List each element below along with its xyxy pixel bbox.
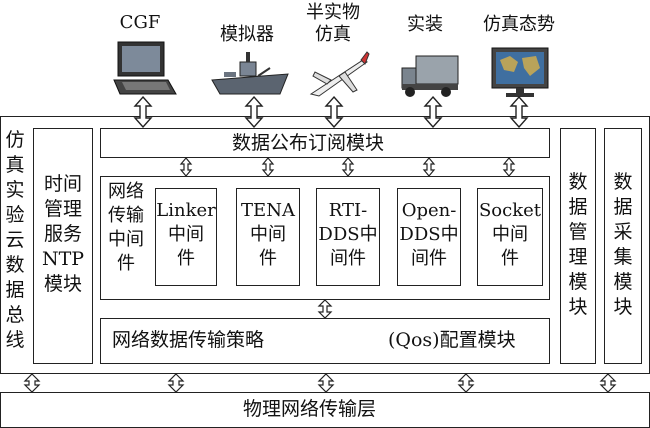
double-arrow-icon bbox=[422, 157, 436, 177]
device-label: 半实物 仿真 bbox=[306, 2, 360, 45]
middleware-name: 中间 bbox=[168, 224, 204, 245]
data-collection-label: 数据采集模块 bbox=[613, 171, 633, 318]
double-arrow-icon bbox=[341, 157, 355, 177]
middleware-rti-dds: RTI- DDS中 间件 bbox=[316, 188, 380, 286]
pubsub-module bbox=[100, 128, 550, 158]
middleware-name: 间件 bbox=[411, 248, 447, 269]
double-arrow-icon bbox=[324, 95, 344, 129]
double-arrow-icon bbox=[509, 95, 529, 129]
middleware-socket: Socket 中间 件 bbox=[477, 188, 543, 286]
double-arrow-icon bbox=[317, 373, 335, 393]
ship-icon bbox=[211, 52, 289, 95]
double-arrow-icon bbox=[167, 373, 185, 393]
middleware-name: 中间 bbox=[250, 224, 286, 245]
double-arrow-icon bbox=[502, 157, 516, 177]
qos-right-label: (Qos)配置模块 bbox=[388, 329, 516, 351]
device-label: 仿真态势 bbox=[483, 14, 555, 35]
middleware-name: 中间 bbox=[492, 224, 528, 245]
middleware-tena: TENA 中间 件 bbox=[236, 188, 300, 286]
device-label: CGF bbox=[119, 12, 161, 33]
physical-layer-label: 物理网络传输层 bbox=[243, 398, 377, 420]
double-arrow-icon bbox=[244, 95, 264, 129]
pubsub-label: 数据公布订阅模块 bbox=[232, 132, 385, 154]
middleware-name: DDS中 bbox=[399, 224, 459, 245]
bus-label: 仿真实验云数据总线 bbox=[5, 129, 25, 351]
middleware-name: 件 bbox=[501, 248, 519, 269]
double-arrow-icon bbox=[261, 157, 275, 177]
middleware-group-label: 网络传输中间件 bbox=[108, 181, 144, 274]
double-arrow-icon bbox=[423, 95, 443, 129]
middleware-open-dds: Open- DDS中 间件 bbox=[397, 188, 461, 286]
physical-layer bbox=[0, 392, 650, 428]
airplane-icon bbox=[309, 51, 370, 97]
data-management-module bbox=[560, 128, 596, 364]
double-arrow-icon bbox=[179, 157, 193, 177]
double-arrow-icon bbox=[133, 95, 153, 129]
double-arrow-icon bbox=[599, 373, 617, 393]
middleware-name: 件 bbox=[177, 248, 195, 269]
middleware-name: 间件 bbox=[330, 248, 366, 269]
time-service-module bbox=[33, 128, 93, 364]
double-arrow-icon bbox=[23, 373, 41, 393]
data-management-label: 数据管理模块 bbox=[568, 171, 588, 318]
double-arrow-icon bbox=[457, 373, 475, 393]
qos-module bbox=[100, 318, 550, 364]
middleware-name: Open- bbox=[401, 200, 457, 221]
laptop-icon bbox=[113, 41, 177, 95]
qos-left-label: 网络数据传输策略 bbox=[112, 329, 265, 351]
middleware-name: TENA bbox=[241, 200, 295, 221]
middleware-name: DDS中 bbox=[318, 224, 378, 245]
middleware-linker: Linker 中间 件 bbox=[155, 188, 217, 286]
middleware-name: 件 bbox=[259, 248, 277, 269]
truck-icon bbox=[401, 55, 459, 97]
device-label: 实装 bbox=[407, 14, 443, 35]
monitor-map-icon bbox=[491, 47, 549, 97]
middleware-name: RTI- bbox=[328, 200, 368, 221]
middleware-name: Linker bbox=[156, 200, 216, 221]
middleware-name: Socket bbox=[478, 200, 542, 221]
data-collection-module bbox=[604, 128, 642, 364]
device-label: 模拟器 bbox=[220, 24, 274, 45]
double-arrow-icon bbox=[317, 299, 333, 319]
time-service-label: 时间管理服务NTP模块 bbox=[41, 173, 85, 295]
